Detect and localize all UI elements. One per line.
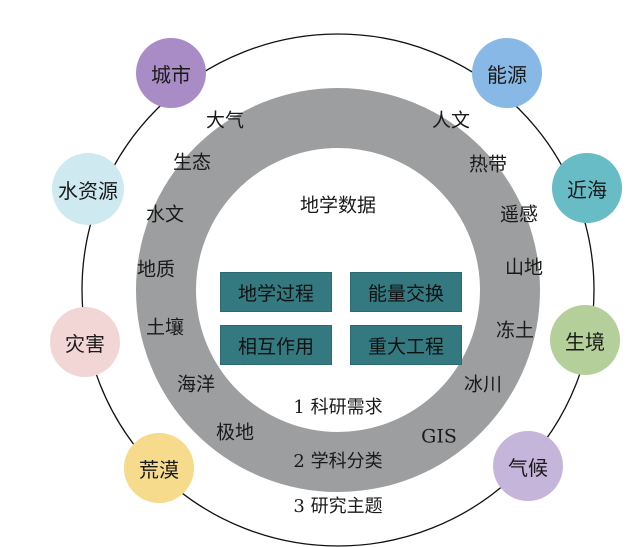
core-box-energy[interactable]: 能量交换 (350, 272, 462, 312)
ring-field-humanity: 人文 (431, 109, 471, 132)
level-1-label: 1 科研需求 (293, 397, 383, 418)
ring-field-soil: 土壤 (145, 316, 185, 339)
ring-field-gis: GIS (421, 425, 457, 448)
outer-ring-circle (81, 33, 595, 547)
ring-field-tropics: 热带 (468, 153, 508, 176)
level-3-label: 3 研究主题 (293, 496, 383, 517)
ring-field-ocean: 海洋 (176, 373, 216, 396)
topic-bubble-climate[interactable]: 气候 (493, 431, 563, 501)
core-box-interaction[interactable]: 相互作用 (220, 325, 332, 365)
ring-field-geology: 地质 (136, 258, 176, 281)
ring-field-polar: 极地 (215, 421, 255, 444)
ring-field-hydrology: 水文 (145, 203, 185, 226)
ring-field-permafrost: 冻土 (495, 319, 535, 342)
core-box-process[interactable]: 地学过程 (220, 272, 332, 312)
center-title: 地学数据 (299, 194, 377, 217)
ring-field-remote-sensing: 遥感 (499, 203, 539, 226)
topic-bubble-city[interactable]: 城市 (136, 38, 206, 108)
level-2-label: 2 学科分类 (293, 451, 383, 472)
topic-bubble-habitat[interactable]: 生境 (550, 305, 620, 375)
topic-bubble-coastal[interactable]: 近海 (552, 153, 622, 223)
topic-bubble-desert[interactable]: 荒漠 (124, 433, 194, 503)
ring-field-glacier: 冰川 (463, 373, 503, 396)
topic-bubble-disaster[interactable]: 灾害 (50, 307, 120, 377)
ring-field-ecology: 生态 (172, 151, 212, 174)
topic-bubble-energy[interactable]: 能源 (472, 38, 542, 108)
core-box-engineering[interactable]: 重大工程 (350, 325, 462, 365)
ring-field-mountain: 山地 (504, 256, 544, 279)
topic-bubble-water-resources[interactable]: 水资源 (52, 153, 124, 225)
gray-ring (136, 88, 540, 492)
ring-field-atmosphere: 大气 (205, 109, 245, 132)
